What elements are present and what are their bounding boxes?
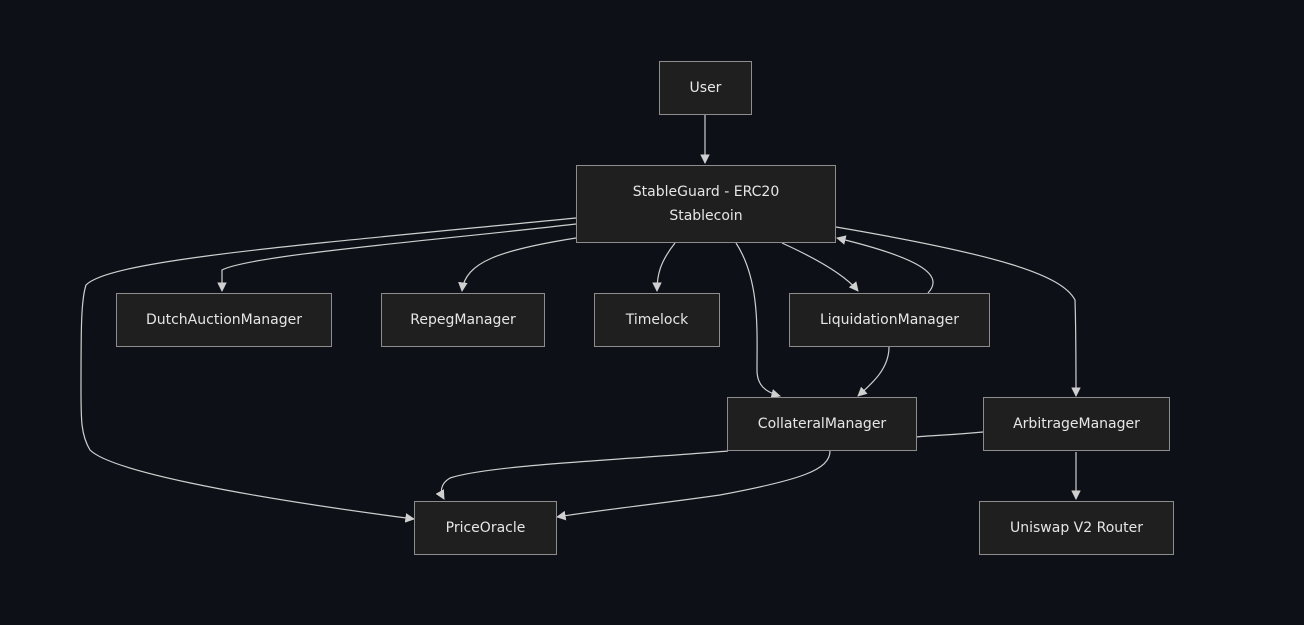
- node-uniswapv2router[interactable]: Uniswap V2 Router: [979, 501, 1174, 555]
- node-stableguard[interactable]: StableGuard - ERC20 Stablecoin: [576, 165, 836, 243]
- node-uniswapv2router-label: Uniswap V2 Router: [1010, 520, 1143, 536]
- edge-stableguard-to-arbitragemanager: [835, 226, 1081, 397]
- node-repegmanager-label: RepegManager: [410, 312, 516, 328]
- node-liquidationmanager-label: LiquidationManager: [820, 312, 959, 328]
- node-collateralmanager-label: CollateralManager: [757, 416, 887, 432]
- edge-liquidationmanager-to-collateralmanager: [857, 346, 890, 397]
- node-priceoracle[interactable]: PriceOracle: [414, 501, 557, 555]
- node-liquidationmanager[interactable]: LiquidationManager: [789, 293, 990, 347]
- edge-stableguard-to-timelock: [652, 242, 676, 292]
- edge-stableguard-to-collateralmanager: [735, 242, 781, 399]
- edge-stableguard-to-dutchauctionmanager: [217, 223, 577, 292]
- node-repegmanager[interactable]: RepegManager: [381, 293, 545, 347]
- node-timelock[interactable]: Timelock: [594, 293, 720, 347]
- node-timelock-label: Timelock: [625, 312, 689, 328]
- edge-stableguard-to-repegmanager: [458, 237, 577, 292]
- edge-liquidationmanager-to-stableguard: [836, 235, 934, 294]
- node-dutchauctionmanager-label: DutchAuctionManager: [145, 312, 303, 328]
- node-arbitragemanager[interactable]: ArbitrageManager: [983, 397, 1170, 451]
- node-priceoracle-label: PriceOracle: [445, 520, 526, 536]
- node-arbitragemanager-label: ArbitrageManager: [1013, 416, 1140, 432]
- edge-stableguard-to-priceoracle: [80, 217, 577, 523]
- node-user-label: User: [689, 80, 722, 96]
- edge-collateralmanager-to-priceoracle: [435, 450, 729, 500]
- node-user[interactable]: User: [659, 61, 752, 115]
- edge-stableguard-to-liquidationmanager: [781, 242, 859, 292]
- node-dutchauctionmanager[interactable]: DutchAuctionManager: [116, 293, 332, 347]
- node-collateralmanager[interactable]: CollateralManager: [727, 397, 917, 451]
- node-stableguard-label-line2: Stablecoin: [669, 208, 743, 224]
- edge-arbitragemanager-to-priceoracle: [557, 431, 984, 517]
- node-stableguard-label-line1: StableGuard - ERC20: [632, 184, 780, 200]
